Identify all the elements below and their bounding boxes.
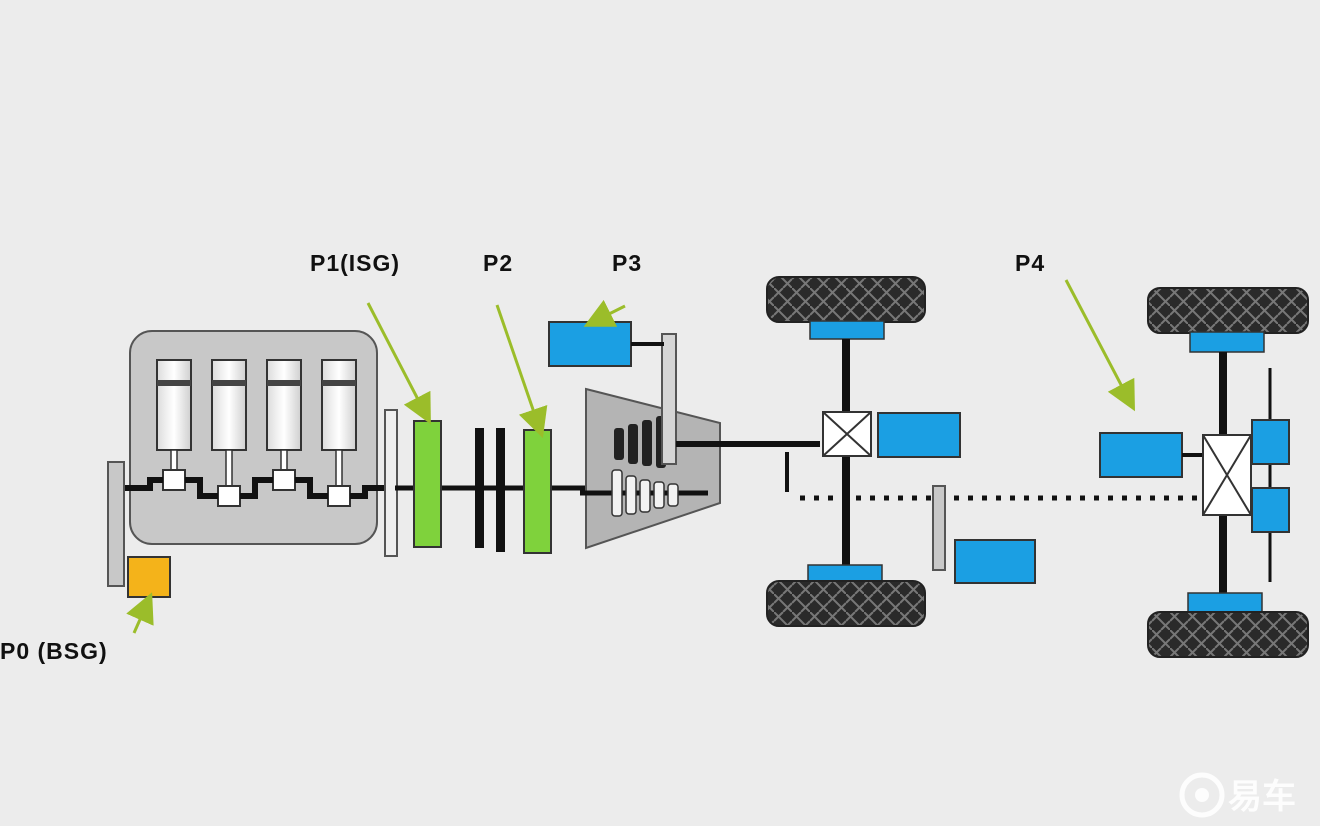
p1-isg-motor — [413, 420, 442, 548]
arrow-p1 — [366, 302, 431, 425]
propshaft-motor — [954, 539, 1036, 584]
rear-wheel-motor-upper — [1251, 419, 1290, 465]
label-p4: P4 — [1015, 250, 1045, 276]
p4-motor — [1099, 432, 1183, 478]
cylinder-3 — [266, 359, 302, 491]
front-axle — [766, 276, 961, 627]
front-motor-top — [809, 320, 885, 340]
cylinder-1 — [156, 359, 192, 491]
rear-motor-bottom — [1187, 592, 1263, 614]
engine-block — [120, 330, 390, 545]
front-axle-motor — [877, 412, 961, 458]
watermark-text: 易车 — [1228, 777, 1296, 817]
p2-motor — [523, 429, 552, 554]
rear-tire-top — [1147, 287, 1309, 334]
cylinder-4 — [321, 359, 357, 507]
flywheel — [384, 409, 398, 557]
p0-bsg-motor — [127, 556, 171, 598]
label-p0: P0 (BSG) — [0, 638, 108, 664]
rear-motor-top — [1189, 331, 1265, 353]
front-tire-top — [766, 276, 926, 323]
belt-pulley — [107, 461, 125, 587]
yiche-logo-icon — [1179, 772, 1225, 818]
transmission — [580, 333, 721, 550]
label-p1: P1(ISG) — [310, 250, 400, 276]
arrow-p0 — [126, 592, 154, 634]
label-p2: P2 — [483, 250, 513, 276]
watermark: 易车 — [1179, 772, 1296, 818]
p3-motor — [548, 321, 632, 367]
clutch-plate-2 — [496, 428, 505, 552]
arrow-p4 — [1064, 279, 1135, 412]
rear-wheel-motor-lower — [1251, 487, 1290, 533]
arrow-p2 — [495, 304, 548, 439]
rear-tire-bottom — [1147, 611, 1309, 658]
arrow-p3 — [583, 299, 626, 327]
label-p3: P3 — [612, 250, 642, 276]
clutch-plate-1 — [475, 428, 484, 548]
crankshaft — [120, 477, 390, 499]
rear-belt-pulley — [932, 485, 946, 571]
rear-axle — [1099, 287, 1309, 658]
front-tire-bottom — [766, 580, 926, 627]
